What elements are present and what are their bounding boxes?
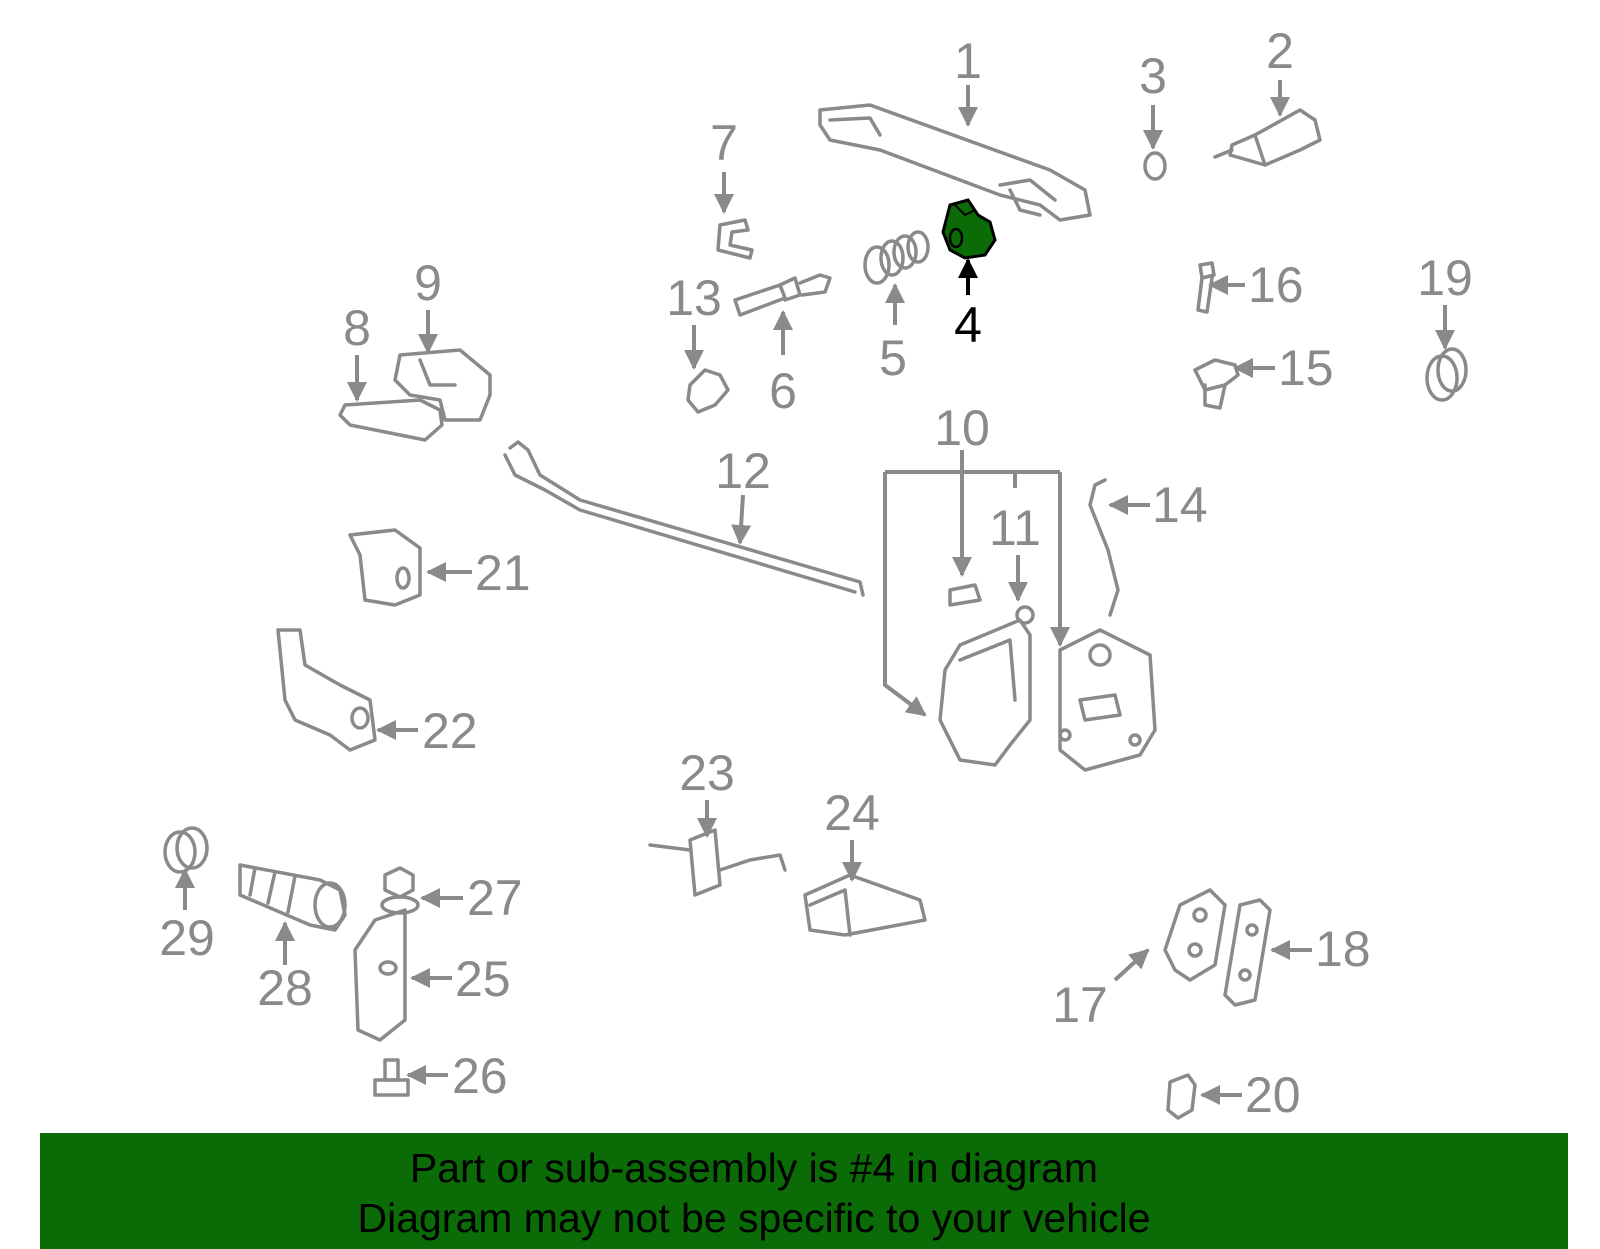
part-23-check-strap <box>648 828 787 897</box>
callout-2: 2 <box>1266 23 1294 79</box>
callout-22: 22 <box>422 703 478 759</box>
callout-4: 4 <box>954 297 982 353</box>
part-27-nut <box>380 866 420 915</box>
callout-21: 21 <box>475 545 531 601</box>
callout-3: 3 <box>1139 48 1167 104</box>
callout-19: 19 <box>1417 250 1473 306</box>
callout-8: 8 <box>343 300 371 356</box>
callout-14: 14 <box>1152 477 1208 533</box>
callout-29: 29 <box>159 910 215 966</box>
part-26-bolt <box>373 1058 410 1097</box>
part-15 <box>1193 358 1240 410</box>
part-12-rod-edge <box>503 453 857 594</box>
callout-27: 27 <box>467 870 523 926</box>
part-5-spring <box>863 230 930 285</box>
leader-lines <box>175 80 1455 1105</box>
callout-28: 28 <box>257 960 313 1016</box>
callout-5: 5 <box>879 330 907 386</box>
callout-10: 10 <box>934 400 990 456</box>
part-18-plate <box>1223 898 1272 1007</box>
part-4-highlighted <box>941 198 997 260</box>
part-19-grommet <box>1425 347 1468 402</box>
part-2-lock-cylinder <box>1213 108 1322 167</box>
part-10-11-latch-assembly <box>938 583 1157 772</box>
callout-15: 15 <box>1278 340 1334 396</box>
part-24-block <box>803 873 927 937</box>
callout-13: 13 <box>666 270 722 326</box>
banner-line-part-number: Part or sub-assembly is #4 in diagram <box>409 1145 1099 1191</box>
part-25-bracket <box>353 908 407 1042</box>
part-6-rod-clip <box>733 273 832 317</box>
part-13 <box>686 368 730 414</box>
banner-line-disclaimer: Diagram may not be specific to your vehi… <box>357 1195 1151 1241</box>
callout-6: 6 <box>769 363 797 419</box>
callout-25: 25 <box>455 951 511 1007</box>
callout-1: 1 <box>954 33 982 89</box>
callout-23: 23 <box>679 745 735 801</box>
part-14-rod <box>1088 478 1120 617</box>
callout-24: 24 <box>824 785 880 841</box>
callout-labels: 1 2 3 4 5 6 7 8 9 10 11 12 13 14 15 16 1… <box>159 23 1473 1123</box>
part-8-9-inside-handle <box>338 348 492 442</box>
callout-20: 20 <box>1245 1067 1301 1123</box>
part-22-bracket <box>276 628 377 752</box>
callout-9: 9 <box>414 255 442 311</box>
part-17-striker <box>1163 888 1227 982</box>
part-20 <box>1166 1073 1197 1120</box>
callout-11: 11 <box>989 500 1041 556</box>
part-29-grommet <box>163 826 209 874</box>
part-3-washer <box>1143 151 1167 181</box>
part-28-boot <box>238 863 347 932</box>
part-7-clip <box>716 218 754 260</box>
callout-17: 17 <box>1052 977 1108 1033</box>
callout-18: 18 <box>1315 921 1371 977</box>
part-21-bracket <box>348 528 422 607</box>
part-16-screw <box>1196 261 1216 314</box>
part-12-rod <box>508 440 865 597</box>
part-1-outside-handle <box>818 103 1092 222</box>
info-banner: Part or sub-assembly is #4 in diagram Di… <box>40 1133 1568 1249</box>
callout-26: 26 <box>452 1048 508 1104</box>
callout-7: 7 <box>710 115 738 171</box>
callout-16: 16 <box>1248 257 1304 313</box>
callout-12: 12 <box>715 443 771 499</box>
